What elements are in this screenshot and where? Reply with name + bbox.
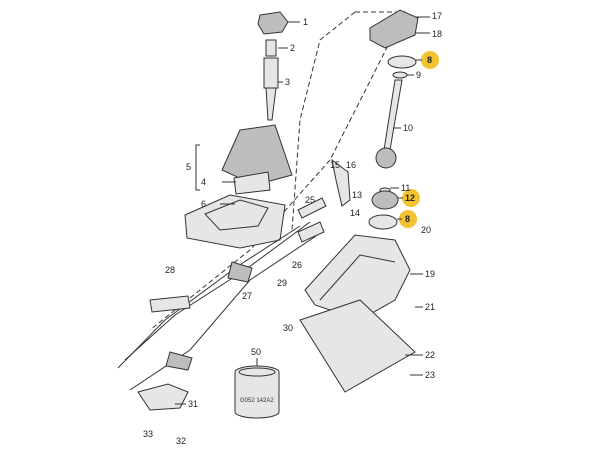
label-12: 12 <box>405 193 415 203</box>
label-29: 29 <box>277 278 287 288</box>
part-labels: 1 2 3 4 5 6 8 9 10 11 12 8 13 14 15 16 1… <box>143 11 442 446</box>
label-27: 27 <box>242 291 252 301</box>
label-19: 19 <box>425 269 435 279</box>
leader-lines <box>175 16 430 405</box>
label-17: 17 <box>432 11 442 21</box>
label-8-top: 8 <box>427 55 432 65</box>
label-22: 22 <box>425 350 435 360</box>
label-3: 3 <box>285 77 290 87</box>
bracket-5 <box>195 144 200 191</box>
label-25: 25 <box>305 195 315 205</box>
label-8-bottom: 8 <box>405 214 410 224</box>
label-14: 14 <box>350 208 360 218</box>
sleeve-part-50: G052 142A2 <box>234 365 280 419</box>
label-31: 31 <box>188 399 198 409</box>
label-18: 18 <box>432 29 442 39</box>
label-16: 16 <box>346 160 356 170</box>
shift-knob-assembly <box>184 11 293 249</box>
assembly-boundary <box>149 11 406 331</box>
gear-lever-assembly <box>299 9 419 393</box>
label-26: 26 <box>292 260 302 270</box>
label-10: 10 <box>403 123 413 133</box>
label-33: 33 <box>143 429 153 439</box>
label-6: 6 <box>201 199 206 209</box>
label-50: 50 <box>251 347 261 357</box>
label-15: 15 <box>330 160 340 170</box>
label-1: 1 <box>303 17 308 27</box>
label-28: 28 <box>165 265 175 275</box>
label-30: 30 <box>283 323 293 333</box>
label-4: 4 <box>201 177 206 187</box>
highlight-8-bottom <box>399 210 417 228</box>
label-2: 2 <box>290 43 295 53</box>
label-32: 32 <box>176 436 186 446</box>
label-5: 5 <box>186 162 191 172</box>
label-23: 23 <box>425 370 435 380</box>
label-11: 11 <box>401 183 410 193</box>
part-code: G052 142A2 <box>240 398 274 404</box>
label-21: 21 <box>425 302 435 312</box>
label-9: 9 <box>416 70 421 80</box>
highlight-12 <box>402 189 420 207</box>
label-20: 20 <box>421 225 431 235</box>
highlight-8-top <box>421 51 439 69</box>
label-13: 13 <box>352 190 362 200</box>
